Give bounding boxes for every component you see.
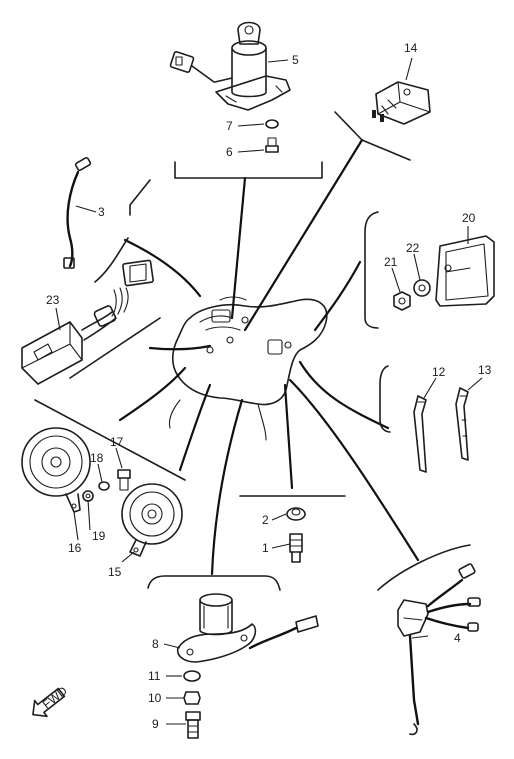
part-23-regulator [21, 259, 154, 385]
part-4-plug-cap [397, 563, 481, 736]
part-8-unit [176, 593, 319, 663]
callout-22: 22 [406, 241, 420, 255]
callout-12: 12 [432, 365, 446, 379]
callout-6: 6 [226, 145, 233, 159]
part-7-washer [265, 119, 279, 129]
callout-13: 13 [478, 363, 492, 377]
group-brackets [34, 111, 471, 591]
part-19-washer [82, 490, 94, 502]
callout-9: 9 [152, 717, 159, 731]
callout-10: 10 [148, 691, 162, 705]
part-3-lead-wire [63, 156, 92, 269]
part-17-bolt [117, 469, 131, 491]
callout-8: 8 [152, 637, 159, 651]
callout-labels: 5 7 6 14 3 23 20 22 21 12 13 17 18 19 16… [46, 41, 492, 731]
part-14-relay [372, 81, 431, 125]
callout-7: 7 [226, 119, 233, 133]
callout-5: 5 [292, 53, 299, 67]
callout-1: 1 [262, 541, 269, 555]
front-arrow-icon: FWD [32, 683, 70, 718]
part-5-main-switch [169, 21, 291, 111]
part-21-nut [393, 291, 411, 311]
callout-2: 2 [262, 513, 269, 527]
part-12-band [413, 395, 427, 473]
part-1-switch [289, 533, 303, 563]
part-6-bolt [265, 137, 279, 153]
part-2-cap [286, 507, 306, 521]
part-20-plate [435, 235, 495, 307]
part-22-washer [413, 279, 431, 297]
part-16-horn [21, 427, 91, 513]
callout-14: 14 [404, 41, 418, 55]
part-9-bolt [185, 711, 201, 739]
callout-15: 15 [108, 565, 122, 579]
callout-20: 20 [462, 211, 476, 225]
part-10-nut [183, 691, 201, 705]
callout-4: 4 [454, 631, 461, 645]
callout-11: 11 [148, 669, 161, 683]
callout-16: 16 [68, 541, 82, 555]
part-13-band [455, 387, 469, 461]
callout-21: 21 [384, 255, 398, 269]
connection-leaders [118, 138, 420, 576]
callout-3: 3 [98, 205, 105, 219]
callout-leaders [55, 57, 483, 725]
part-18-washer [98, 481, 110, 491]
front-marker-text: FWD [40, 683, 70, 711]
callout-23: 23 [46, 293, 60, 307]
callout-17: 17 [110, 435, 124, 449]
part-11-washer [183, 670, 201, 682]
callout-18: 18 [90, 451, 104, 465]
part-15-horn [121, 483, 183, 557]
callout-19: 19 [92, 529, 106, 543]
